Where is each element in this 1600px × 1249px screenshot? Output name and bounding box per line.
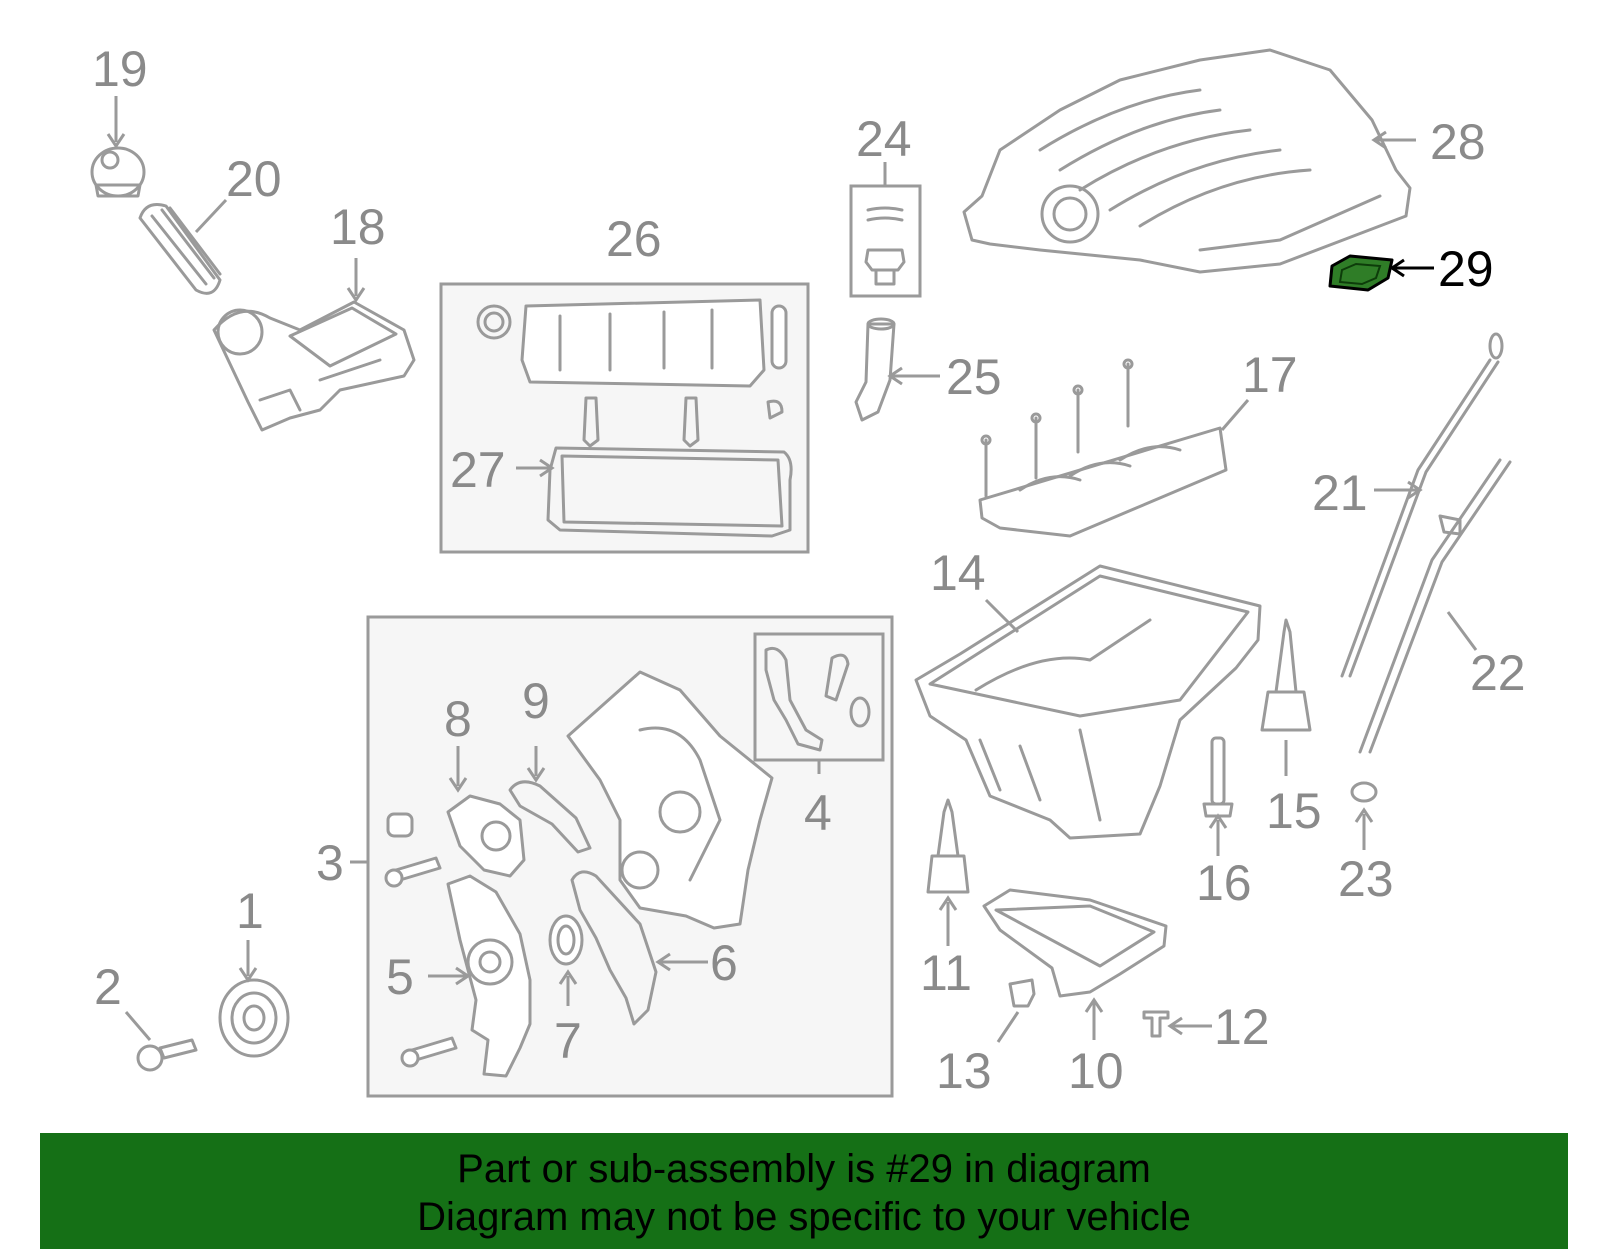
- part-19-oil-filter-cap[interactable]: [90, 146, 146, 198]
- callout-23: 23: [1338, 851, 1394, 907]
- callout-24: 24: [856, 111, 912, 167]
- callout-11: 11: [920, 945, 972, 1001]
- callout-19: 19: [92, 41, 148, 97]
- part-4-gasket-set[interactable]: [764, 646, 871, 752]
- part-2-bolt[interactable]: [136, 1038, 198, 1072]
- part-22-dipstick-tube[interactable]: [1358, 458, 1512, 754]
- part-1-crankshaft-pulley[interactable]: [218, 978, 290, 1058]
- callout-1: 1: [236, 883, 264, 939]
- callout-10: 10: [1068, 1043, 1124, 1099]
- part-18-oil-filter-housing[interactable]: [212, 300, 416, 432]
- part-17-windage-tray[interactable]: [978, 358, 1228, 538]
- part-10-oil-pan-lower[interactable]: [982, 888, 1168, 998]
- part-12-bolt[interactable]: [1142, 1010, 1170, 1038]
- callout-26: 26: [606, 211, 662, 267]
- callout-12: 12: [1214, 999, 1270, 1055]
- callout-17: 17: [1242, 347, 1298, 403]
- callout-25: 25: [946, 349, 1002, 405]
- part-26-valve-cover[interactable]: [476, 298, 788, 448]
- banner-line-1: Part or sub-assembly is #29 in diagram: [457, 1147, 1151, 1191]
- part-14-oil-pan-upper[interactable]: [914, 564, 1262, 840]
- callout-5: 5: [386, 949, 414, 1005]
- callout-6: 6: [710, 935, 738, 991]
- info-banner: Part or sub-assembly is #29 in diagram D…: [40, 1133, 1568, 1249]
- part-24-oil-fill-cap[interactable]: [864, 206, 906, 286]
- callout-28: 28: [1430, 114, 1486, 170]
- callout-14: 14: [930, 545, 986, 601]
- callout-21: 21: [1312, 465, 1368, 521]
- callout-9: 9: [522, 673, 550, 729]
- callout-4: 4: [804, 785, 832, 841]
- part-7-seal[interactable]: [548, 914, 584, 966]
- part-11-sealant-tube[interactable]: [926, 798, 970, 894]
- part-27-valve-cover-gasket[interactable]: [546, 446, 793, 538]
- callout-22: 22: [1470, 645, 1526, 701]
- part-29-highlighted-gasket[interactable]: [1328, 254, 1394, 292]
- callout-16: 16: [1196, 855, 1252, 911]
- part-20-oil-filter[interactable]: [138, 203, 222, 295]
- part-13-drain-plug[interactable]: [1008, 978, 1036, 1008]
- part-23-o-ring[interactable]: [1350, 781, 1378, 803]
- callout-2: 2: [94, 959, 122, 1015]
- callout-3: 3: [316, 835, 344, 891]
- group-box-24: [849, 184, 922, 298]
- callout-13: 13: [936, 1043, 992, 1099]
- part-15-sealant-tube[interactable]: [1260, 618, 1312, 732]
- callout-8: 8: [444, 691, 472, 747]
- part-9-gasket[interactable]: [508, 780, 592, 854]
- part-8-water-pump-housing[interactable]: [384, 794, 526, 888]
- callout-15: 15: [1266, 783, 1322, 839]
- part-21-dipstick[interactable]: [1340, 332, 1504, 678]
- callout-20: 20: [226, 151, 282, 207]
- part-6-timing-cover-gasket[interactable]: [570, 870, 658, 1026]
- callout-27: 27: [450, 442, 506, 498]
- part-28-intake-manifold[interactable]: [962, 48, 1412, 274]
- part-3-timing-cover[interactable]: [566, 670, 774, 930]
- part-5-oil-pump[interactable]: [400, 874, 532, 1078]
- callout-18: 18: [330, 199, 386, 255]
- part-16-bolt[interactable]: [1202, 736, 1234, 818]
- callout-7: 7: [554, 1013, 582, 1069]
- banner-line-2: Diagram may not be specific to your vehi…: [417, 1195, 1191, 1239]
- part-25-oil-fill-tube[interactable]: [854, 317, 896, 422]
- callout-29: 29: [1438, 241, 1494, 297]
